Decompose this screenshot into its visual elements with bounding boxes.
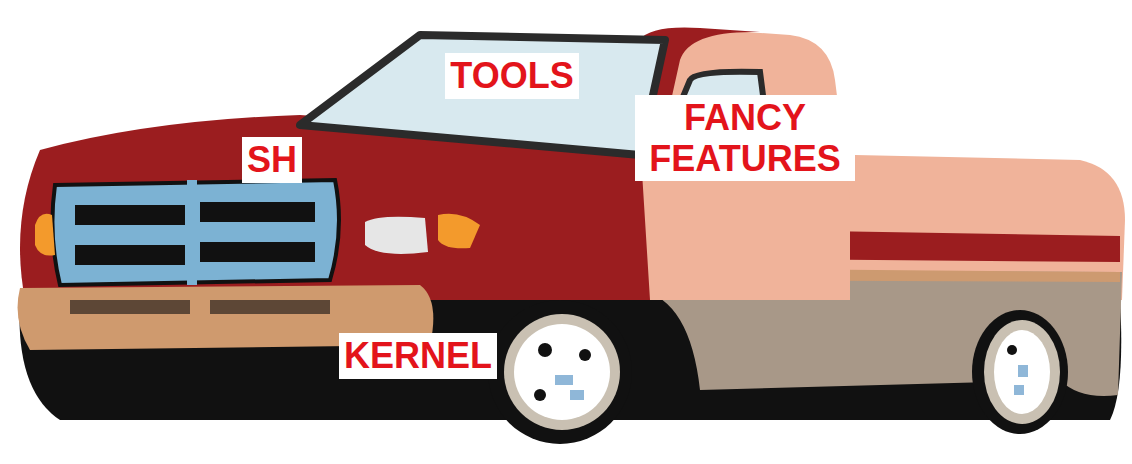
- part-label: TOOLS: [445, 53, 578, 98]
- part-label: SH: [242, 137, 302, 182]
- part-label: KERNEL: [339, 333, 497, 378]
- part-label: FANCY FEATURES: [635, 95, 855, 182]
